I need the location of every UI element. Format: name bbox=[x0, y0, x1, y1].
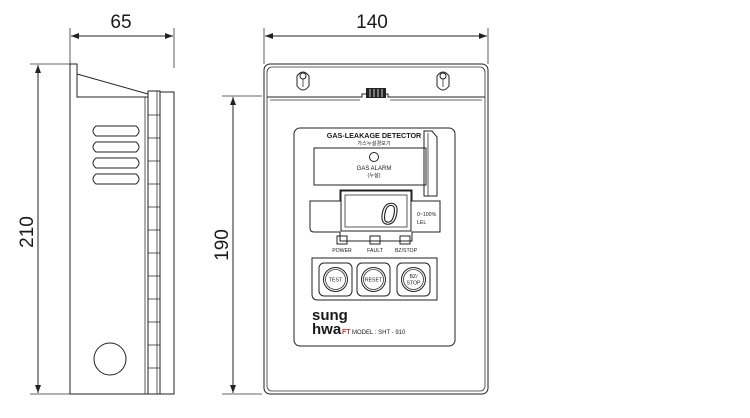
led-row: POWER FAULT BZ/STOP bbox=[332, 235, 418, 254]
front-view: 140 190 bbox=[212, 12, 489, 395]
cable-hole bbox=[93, 342, 127, 376]
front-height-label: 190 bbox=[212, 229, 233, 261]
led-power-label: POWER bbox=[332, 248, 352, 254]
mounting-keyhole-left bbox=[296, 71, 310, 91]
model-label: MODEL : SHT - 910 bbox=[352, 330, 406, 336]
display-digit: 0 bbox=[381, 198, 398, 231]
digit-display bbox=[340, 190, 412, 232]
side-width-dimension: 65 bbox=[69, 12, 175, 68]
panel-title: GAS-LEAKAGE DETECTOR bbox=[327, 131, 422, 140]
test-button[interactable]: TEST bbox=[318, 262, 353, 297]
alarm-lamp bbox=[369, 152, 379, 162]
side-height-dimension: 210 bbox=[17, 63, 72, 395]
front-width-label: 140 bbox=[356, 12, 388, 33]
range-label: 0~100% bbox=[417, 212, 437, 218]
vent-slots bbox=[92, 125, 140, 185]
unit-label: LEL bbox=[417, 220, 426, 226]
led-fault-label: FAULT bbox=[367, 248, 384, 254]
panel-title-korean: 가스누설경보기 bbox=[357, 139, 391, 147]
alarm-sub-label: (누설) bbox=[368, 171, 381, 179]
alarm-window bbox=[313, 147, 427, 186]
brand-logo: sung hwa FT MODEL : SHT - 910 bbox=[312, 307, 406, 338]
reset-button[interactable]: RESET bbox=[356, 262, 391, 297]
mounting-keyhole-right bbox=[436, 71, 450, 91]
brand-suffix: FT bbox=[342, 329, 351, 336]
bzstop-button[interactable]: BZ/ STOP bbox=[396, 262, 431, 297]
front-width-dimension: 140 bbox=[263, 12, 489, 64]
side-width-label: 65 bbox=[110, 12, 131, 33]
led-bzstop bbox=[399, 235, 411, 245]
reset-button-label: RESET bbox=[365, 278, 383, 284]
bzstop-button-label-2: STOP bbox=[406, 281, 421, 287]
front-height-dimension: 190 bbox=[212, 95, 262, 395]
bzstop-button-label-1: BZ/ bbox=[409, 274, 418, 280]
button-row: TEST RESET BZ/ STOP bbox=[311, 257, 438, 301]
front-label-panel: GAS-LEAKAGE DETECTOR 가스누설경보기 GAS ALARM (… bbox=[293, 127, 456, 347]
led-power bbox=[336, 235, 348, 245]
side-view: 65 210 bbox=[17, 12, 175, 395]
side-height-label: 210 bbox=[17, 216, 38, 248]
alarm-label: GAS ALARM bbox=[357, 166, 392, 172]
led-fault bbox=[369, 235, 381, 245]
side-body bbox=[69, 63, 175, 395]
top-knob bbox=[366, 88, 386, 98]
brand-bottom: hwa bbox=[312, 321, 342, 338]
test-button-label: TEST bbox=[329, 278, 343, 284]
front-enclosure bbox=[263, 63, 489, 395]
led-bzstop-label: BZ/STOP bbox=[395, 248, 418, 254]
brand-top: sung bbox=[312, 307, 348, 324]
